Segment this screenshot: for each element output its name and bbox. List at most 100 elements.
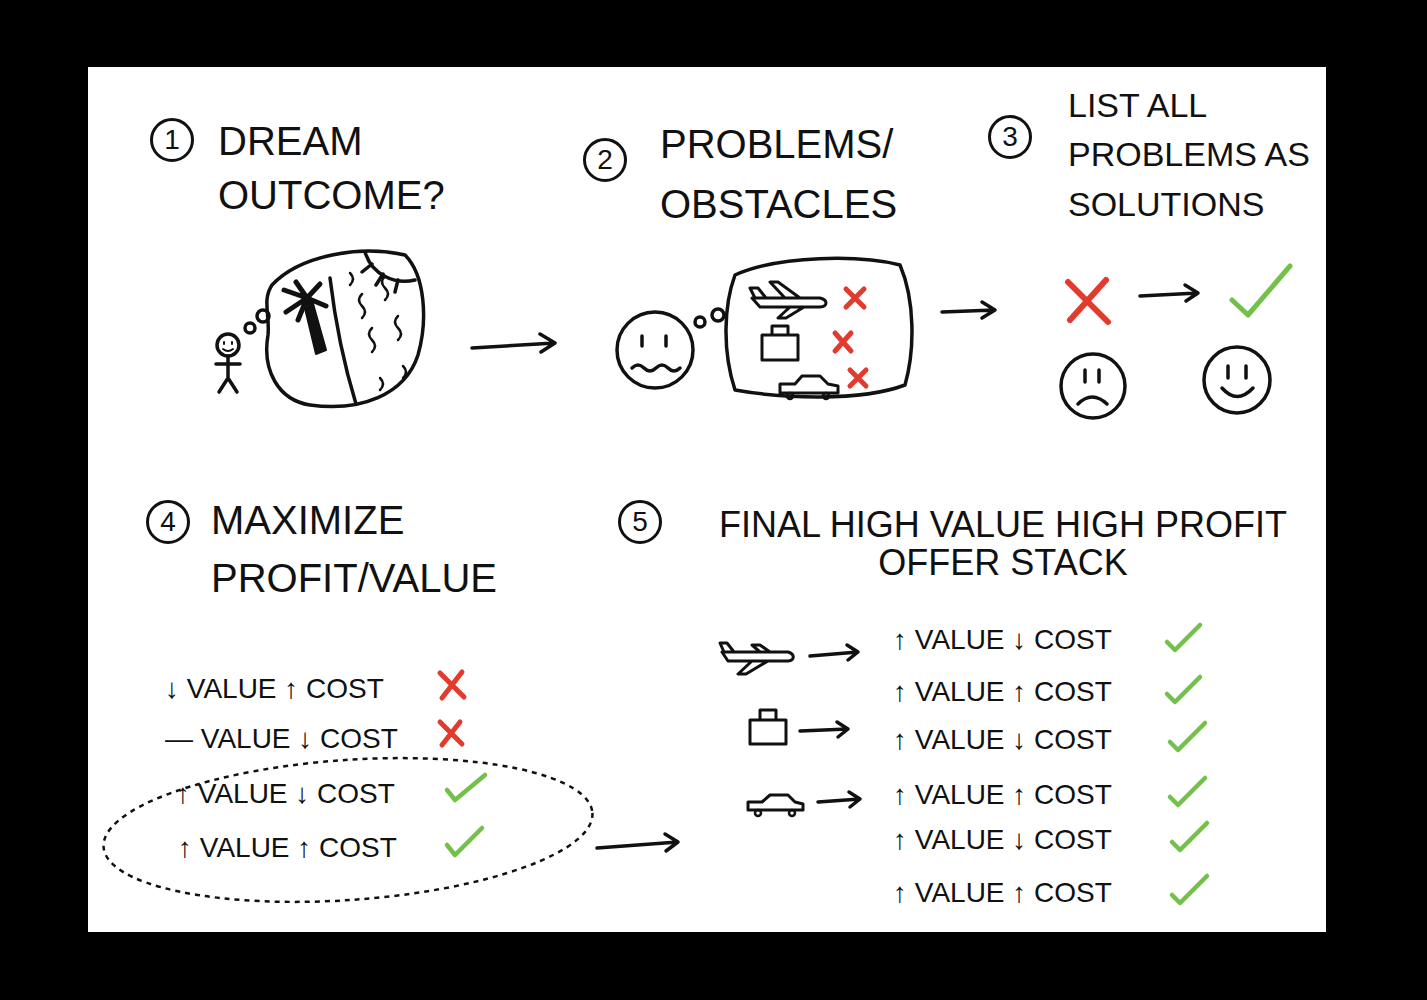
- step-heading: DREAM OUTCOME?: [218, 114, 478, 222]
- step-number-circle: 2PROBLEMS/ OBSTACLES: [583, 138, 627, 182]
- car-icon: [780, 376, 838, 393]
- happy-face: [1204, 347, 1270, 413]
- worried-face: [617, 309, 724, 388]
- stick-body: [216, 356, 240, 392]
- label-holder: ↓ VALUE ↑ COST: [165, 672, 384, 706]
- heading-holder: DREAM OUTCOME?: [218, 114, 478, 222]
- flow-arrow: [597, 834, 678, 851]
- flow-arrow: [1140, 285, 1198, 301]
- value-cost-row: — VALUE ↓ COST: [165, 722, 398, 756]
- luggage-icon: [750, 710, 786, 744]
- flow-arrow: [800, 722, 848, 737]
- row-holder: ↑ VALUE ↓ COST: [176, 777, 395, 811]
- green-check: [1167, 677, 1200, 702]
- green-check: [1172, 823, 1207, 850]
- green-check: [1172, 876, 1207, 903]
- sad-face: [1061, 354, 1125, 418]
- step-number: 3: [1002, 123, 1018, 151]
- smile: [1222, 366, 1253, 397]
- car-wheel: [823, 393, 829, 399]
- step-number-circle: 3LIST ALL PROBLEMS AS SOLUTIONS: [988, 115, 1032, 159]
- flow-arrow: [942, 302, 995, 318]
- label-holder: ↑ VALUE ↓ COST: [893, 623, 1112, 657]
- wavy-mouth: [632, 365, 680, 371]
- green-check: [1167, 625, 1200, 650]
- value-cost-row: ↑ VALUE ↓ COST: [893, 623, 1112, 657]
- heading-holder: MAXIMIZE PROFIT/VALUE: [211, 491, 511, 607]
- step-heading: FINAL HIGH VALUE HIGH PROFIT OFFER STACK: [693, 506, 1313, 582]
- value-cost-row: ↑ VALUE ↓ COST: [176, 777, 395, 811]
- face-outline: [1061, 354, 1125, 418]
- thought-dot: [695, 317, 705, 327]
- red-x: [850, 370, 866, 386]
- row-holder: ↑ VALUE ↑ COST: [178, 831, 397, 865]
- heading-holder: LIST ALL PROBLEMS AS SOLUTIONS: [1068, 81, 1330, 229]
- airplane-icon: [720, 643, 793, 674]
- sun: [362, 252, 415, 292]
- step-heading: MAXIMIZE PROFIT/VALUE: [211, 491, 511, 607]
- green-check: [1170, 778, 1205, 805]
- heading-holder: FINAL HIGH VALUE HIGH PROFIT OFFER STACK: [693, 506, 1313, 582]
- value-cost-row: ↑ VALUE ↓ COST: [893, 723, 1112, 757]
- step-number-circle: 4MAXIMIZE PROFIT/VALUE: [146, 500, 190, 544]
- red-x: [440, 722, 462, 745]
- step-number: 4: [160, 508, 176, 536]
- eyes: [642, 336, 666, 346]
- step-heading: LIST ALL PROBLEMS AS SOLUTIONS: [1068, 81, 1330, 229]
- value-cost-row: ↑ VALUE ↑ COST: [178, 831, 397, 865]
- dreamer-figure: [216, 310, 269, 392]
- bubble-outline: [267, 251, 424, 406]
- label-holder: ↑ VALUE ↓ COST: [893, 723, 1112, 757]
- step-heading: PROBLEMS/ OBSTACLES: [660, 114, 920, 234]
- step-number: 1: [164, 126, 180, 154]
- value-cost-row: ↑ VALUE ↓ COST: [893, 823, 1112, 857]
- flow-arrow: [818, 792, 860, 807]
- label-holder: ↑ VALUE ↑ COST: [893, 675, 1112, 709]
- label-holder: — VALUE ↓ COST: [165, 722, 398, 756]
- red-x: [835, 333, 851, 351]
- value-cost-row: ↑ VALUE ↑ COST: [893, 876, 1112, 910]
- label-holder: ↑ VALUE ↓ COST: [893, 823, 1112, 857]
- face: [223, 342, 233, 351]
- dashed-ellipse: [98, 755, 598, 905]
- head: [217, 334, 239, 356]
- car-wheel: [755, 810, 761, 816]
- big-green-check: [1232, 266, 1290, 315]
- obstacles-bubble: [726, 258, 912, 399]
- dream-bubble: [267, 251, 424, 406]
- frown: [1078, 370, 1107, 404]
- value-cost-row: ↓ VALUE ↑ COST: [165, 672, 384, 706]
- bubble-outline: [726, 258, 912, 396]
- car-icon: [748, 795, 803, 810]
- thought-dot: [245, 323, 255, 333]
- car-wheel: [789, 810, 795, 816]
- flow-arrow: [472, 334, 555, 352]
- airplane-icon: [750, 282, 826, 318]
- step-number-circle: 5FINAL HIGH VALUE HIGH PROFIT OFFER STAC…: [618, 500, 662, 544]
- dashed-outline: [99, 743, 598, 917]
- offer-group-ellipse: ↑ VALUE ↓ COST ↑ VALUE ↑ COST: [98, 755, 598, 905]
- palm-fronds: [284, 282, 326, 320]
- big-red-x: [1068, 280, 1108, 322]
- green-check: [1170, 723, 1205, 750]
- luggage-icon: [762, 326, 798, 360]
- heading-holder: PROBLEMS/ OBSTACLES: [660, 114, 920, 234]
- step-number: 5: [632, 508, 648, 536]
- label-holder: ↑ VALUE ↑ COST: [893, 876, 1112, 910]
- value-cost-row: ↑ VALUE ↑ COST: [893, 778, 1112, 812]
- flow-arrow: [810, 645, 858, 660]
- waves: [350, 273, 406, 390]
- palm-trunk: [303, 300, 326, 354]
- step-number: 2: [597, 146, 613, 174]
- value-cost-row: ↑ VALUE ↑ COST: [893, 675, 1112, 709]
- car-wheel: [787, 393, 793, 399]
- face-outline: [617, 312, 693, 388]
- green-check: [447, 775, 485, 800]
- red-x: [846, 289, 864, 307]
- red-x: [440, 672, 464, 698]
- step-number-circle: 1DREAM OUTCOME?: [150, 118, 194, 162]
- thought-dot: [712, 309, 724, 321]
- green-check: [447, 828, 482, 855]
